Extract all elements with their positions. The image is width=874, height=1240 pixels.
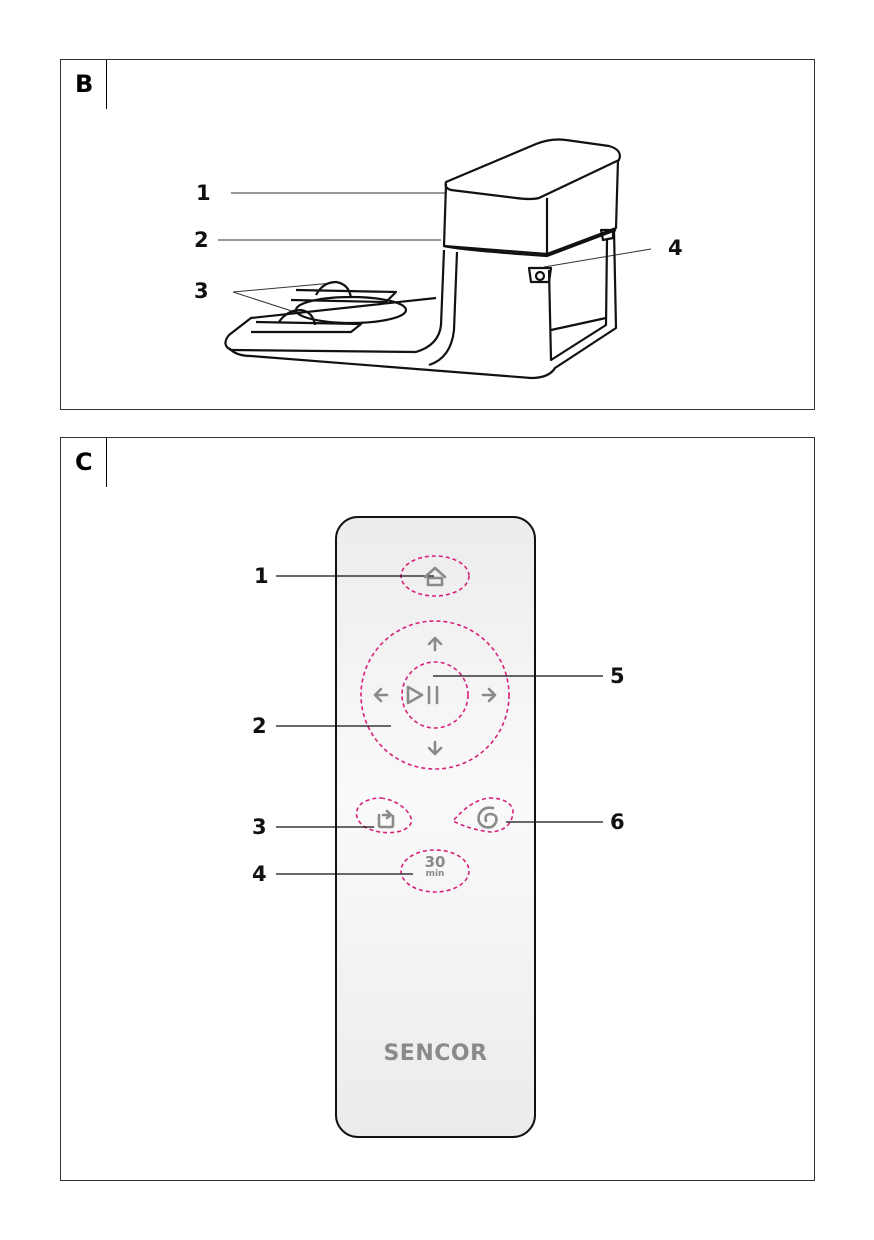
pause-icon xyxy=(427,685,439,705)
panel-label: B xyxy=(75,70,94,98)
home-icon xyxy=(423,566,447,587)
spot-clean-icon xyxy=(377,809,395,829)
callout-number-4: 4 xyxy=(252,862,267,886)
highlight-timer xyxy=(400,849,470,893)
dock-base-bottom xyxy=(228,229,618,380)
spiral-icon xyxy=(477,806,498,829)
arrow-up-icon xyxy=(427,636,443,652)
timer-unit: min xyxy=(425,869,445,879)
dust-bin-band xyxy=(443,228,617,258)
callout-number-4: 4 xyxy=(668,236,683,260)
highlight-play-pause xyxy=(401,661,469,729)
dust-bin-front xyxy=(442,183,549,256)
remote-control-illustration xyxy=(276,516,603,1138)
highlight-direction-pad xyxy=(360,620,510,770)
panel-label-divider xyxy=(106,60,107,109)
callout-number-3: 3 xyxy=(252,815,267,839)
dust-bin-side xyxy=(546,159,620,256)
callout-number-6: 6 xyxy=(610,810,625,834)
panel-b: B xyxy=(60,59,815,410)
arrow-right-icon xyxy=(481,687,497,703)
timer-30min-icon: 30 min xyxy=(421,855,449,879)
charging-contact-2 xyxy=(599,228,615,242)
arrow-left-icon xyxy=(373,687,389,703)
callout-number-3: 3 xyxy=(194,279,209,303)
callout-number-2: 2 xyxy=(194,228,209,252)
callout-number-1: 1 xyxy=(196,181,211,205)
arrow-down-icon xyxy=(427,740,443,756)
roller-2 xyxy=(278,308,317,326)
dock-column xyxy=(230,249,446,354)
charging-contact-1 xyxy=(527,266,553,284)
highlight-spot-clean xyxy=(355,797,413,834)
panel-label: C xyxy=(75,448,93,476)
callout-number-2: 2 xyxy=(252,714,267,738)
play-icon xyxy=(406,685,424,705)
dock-body xyxy=(224,138,621,380)
dust-bin-lid xyxy=(444,138,621,201)
timer-number: 30 xyxy=(424,853,446,871)
panel-c: C xyxy=(60,437,815,1181)
highlight-edge-clean xyxy=(451,797,514,833)
leader-line-4 xyxy=(543,248,652,268)
dock-column-inner xyxy=(428,251,459,367)
callout-number-5: 5 xyxy=(610,664,625,688)
panel-label-divider xyxy=(106,438,107,487)
ramp-strip-2 xyxy=(251,320,363,334)
brand-logo: SENCOR xyxy=(383,1041,488,1066)
leader-line-3a xyxy=(232,282,334,293)
ramp-strip-1 xyxy=(290,288,398,304)
dock-side-opening xyxy=(547,239,609,362)
dock-side-bar xyxy=(550,316,607,332)
leader-line-3b xyxy=(232,291,302,315)
callout-number-1: 1 xyxy=(254,564,269,588)
charging-contact-pin xyxy=(534,270,546,282)
charging-dock-illustration xyxy=(218,138,652,380)
